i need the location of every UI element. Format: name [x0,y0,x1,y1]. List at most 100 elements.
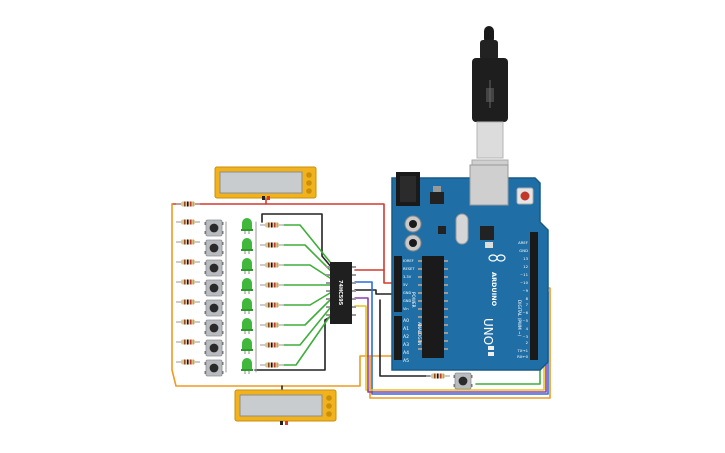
digital-pin-label: ~5 [522,318,528,323]
digital-pin-label: 13 [523,256,528,261]
resistor-icon[interactable] [175,201,201,207]
push-button-bottom[interactable] [453,372,473,390]
analog-pin-label: A5 [403,358,409,364]
crystal-icon [455,213,469,245]
resistor-icon[interactable] [175,339,201,345]
lcd-display-top[interactable] [214,166,317,200]
analog-label: ANALOG IN [417,322,422,345]
regulator-icon [430,192,444,204]
resistor-column-right [259,222,285,368]
arduino-logo-icon [488,254,506,262]
resistor-icon[interactable] [259,242,285,248]
chip-label: 74HC595 [337,280,343,306]
digital-pin-label: 7 [526,302,529,307]
push-button[interactable] [204,339,224,357]
analog-pin-label: A4 [403,350,409,356]
digital-pin-label: ~11 [520,272,529,277]
digital-pin-label: 2 [526,340,529,345]
led-green-icon[interactable] [240,257,254,275]
wire-green-6[interactable] [283,299,331,326]
resistor-icon[interactable] [175,279,201,285]
power-pin-label: 3.3V [403,275,412,279]
led-green-icon[interactable] [240,297,254,315]
led-green-icon[interactable] [240,217,254,235]
wire-black-ground[interactable] [261,213,333,269]
resistor-icon[interactable] [425,373,451,379]
resistor-icon[interactable] [259,262,285,268]
analog-pin-label: A0 [403,318,409,324]
resistor-column-left [175,201,201,365]
wire-green-8[interactable] [283,315,331,366]
wire-green-5[interactable] [283,292,331,306]
usb-jack-icon [469,164,509,206]
lcd-screen [219,171,303,194]
analog-pin-label: A1 [403,326,409,332]
digital-pin-label: ~9 [522,288,528,293]
wire-black-chip[interactable] [354,289,399,295]
power-pin-label: GND [403,291,411,295]
power-pin-label: RESET [403,267,415,271]
arduino-uno-board[interactable]: ARDUINO UNO DIGITAL (PWM ~) POWER ANALOG… [391,164,549,371]
resistor-icon[interactable] [259,282,285,288]
power-pin-label: Vin [403,307,409,311]
resistor-icon[interactable] [259,222,285,228]
power-pin-label: IOREF [403,259,414,263]
power-label: POWER [411,292,416,308]
power-header[interactable] [394,256,402,312]
led-green-icon[interactable] [240,277,254,295]
resistor-icon[interactable] [175,299,201,305]
digital-pin-label: 12 [523,264,528,269]
push-button[interactable] [204,319,224,337]
wire-gray-buttons[interactable] [225,221,257,373]
digital-pin-label: RX←0 [517,354,528,359]
push-button[interactable] [204,259,224,277]
power-pin-label: 5V [403,283,408,287]
digital-pin-label: ~3 [522,334,528,339]
push-button[interactable] [204,299,224,317]
atmega-chip-icon [422,256,444,358]
resistor-icon[interactable] [175,359,201,365]
power-pin-label: GND [403,299,411,303]
resistor-icon[interactable] [259,302,285,308]
wire-red-power[interactable] [171,203,399,284]
digital-pin-label: TX→1 [516,348,528,353]
resistor-icon[interactable] [259,342,285,348]
digital-pin-label: 4 [526,326,529,331]
resistor-icon[interactable] [175,259,201,265]
board-model: UNO [481,318,495,345]
led-green-icon[interactable] [240,317,254,335]
wire-green-1[interactable] [283,224,331,263]
digital-pin-label: 8 [526,296,529,301]
wire-green-2[interactable] [283,244,331,271]
resistor-icon[interactable] [259,362,285,368]
led-green-icon[interactable] [240,357,254,375]
push-button[interactable] [204,359,224,377]
resistor-icon[interactable] [175,219,201,225]
analog-pin-label: A3 [403,342,409,348]
button-column [204,219,224,377]
analog-header[interactable] [394,316,402,360]
digital-header[interactable] [530,232,538,360]
led-green-icon[interactable] [240,237,254,255]
wire-black-ground-3[interactable] [379,299,431,377]
resistor-icon[interactable] [259,322,285,328]
digital-pin-label: AREF [518,240,528,245]
digital-pin-label: GND [519,248,528,253]
wire-green-3[interactable] [283,264,331,279]
shift-register-chip[interactable]: 74HC595 [326,262,356,324]
resistor-icon[interactable] [175,319,201,325]
led-green-icon[interactable] [240,337,254,355]
push-button[interactable] [204,239,224,257]
wire-green-7[interactable] [283,307,331,346]
analog-pin-label: A2 [403,334,409,340]
lcd-screen [239,394,323,417]
push-button[interactable] [204,279,224,297]
lcd-display-bottom[interactable] [234,389,337,425]
push-button[interactable] [204,219,224,237]
led-column [240,217,254,375]
resistor-icon[interactable] [175,239,201,245]
digital-label: DIGITAL (PWM ~) [517,300,522,336]
digital-pin-label: ~6 [522,310,528,315]
arduino-brand: ARDUINO [490,272,498,307]
